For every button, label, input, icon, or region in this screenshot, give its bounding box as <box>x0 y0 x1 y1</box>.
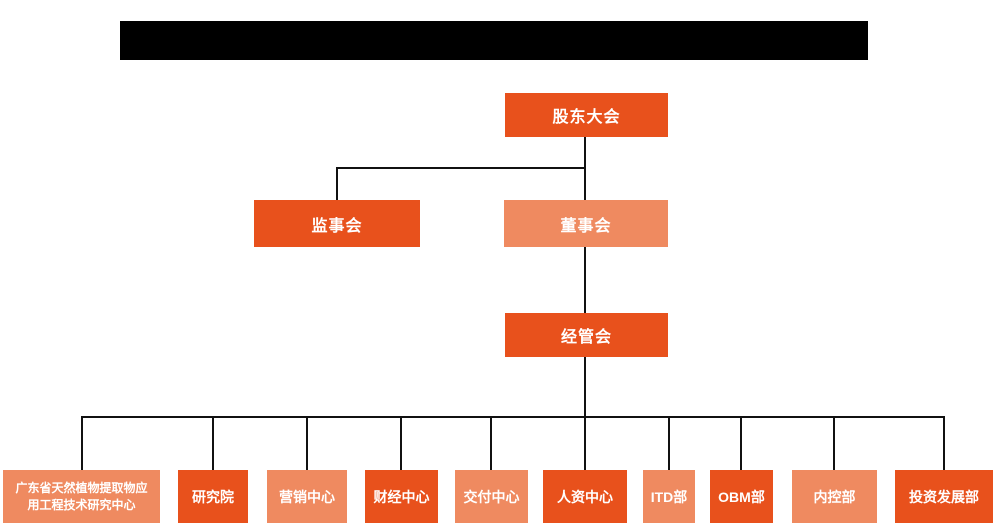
org-node-dept-investment-development: 投资发展部 <box>895 470 993 523</box>
org-node-supervisory-board: 监事会 <box>254 200 420 247</box>
org-node-dept-delivery-center: 交付中心 <box>455 470 528 523</box>
org-node-management-committee: 经管会 <box>505 313 668 357</box>
org-node-dept-hr-center: 人资中心 <box>543 470 627 523</box>
connector-line <box>336 167 338 200</box>
connector-line <box>584 247 586 313</box>
org-node-dept-internal-control: 内控部 <box>792 470 877 523</box>
org-node-shareholders-meeting: 股东大会 <box>505 93 668 137</box>
connector-line <box>490 416 492 470</box>
connector-line <box>740 416 742 470</box>
org-node-dept-guangdong-research-center: 广东省天然植物提取物应用工程技术研究中心 <box>3 470 160 523</box>
connector-line <box>943 416 945 470</box>
org-node-dept-marketing-center: 营销中心 <box>267 470 347 523</box>
connector-line <box>584 416 586 470</box>
connector-line <box>212 416 214 470</box>
org-node-dept-itd: ITD部 <box>643 470 695 523</box>
connector-line <box>400 416 402 470</box>
connector-line <box>668 416 670 470</box>
connector-line <box>584 357 586 417</box>
redacted-title-bar <box>120 21 868 60</box>
connector-line <box>81 416 945 418</box>
org-node-dept-obm: OBM部 <box>710 470 773 523</box>
connector-line <box>833 416 835 470</box>
org-node-board-of-directors: 董事会 <box>504 200 668 247</box>
org-node-dept-finance-center: 财经中心 <box>365 470 438 523</box>
connector-line <box>81 416 83 470</box>
connector-line <box>336 167 586 169</box>
org-node-dept-research-institute: 研究院 <box>178 470 248 523</box>
connector-line <box>306 416 308 470</box>
